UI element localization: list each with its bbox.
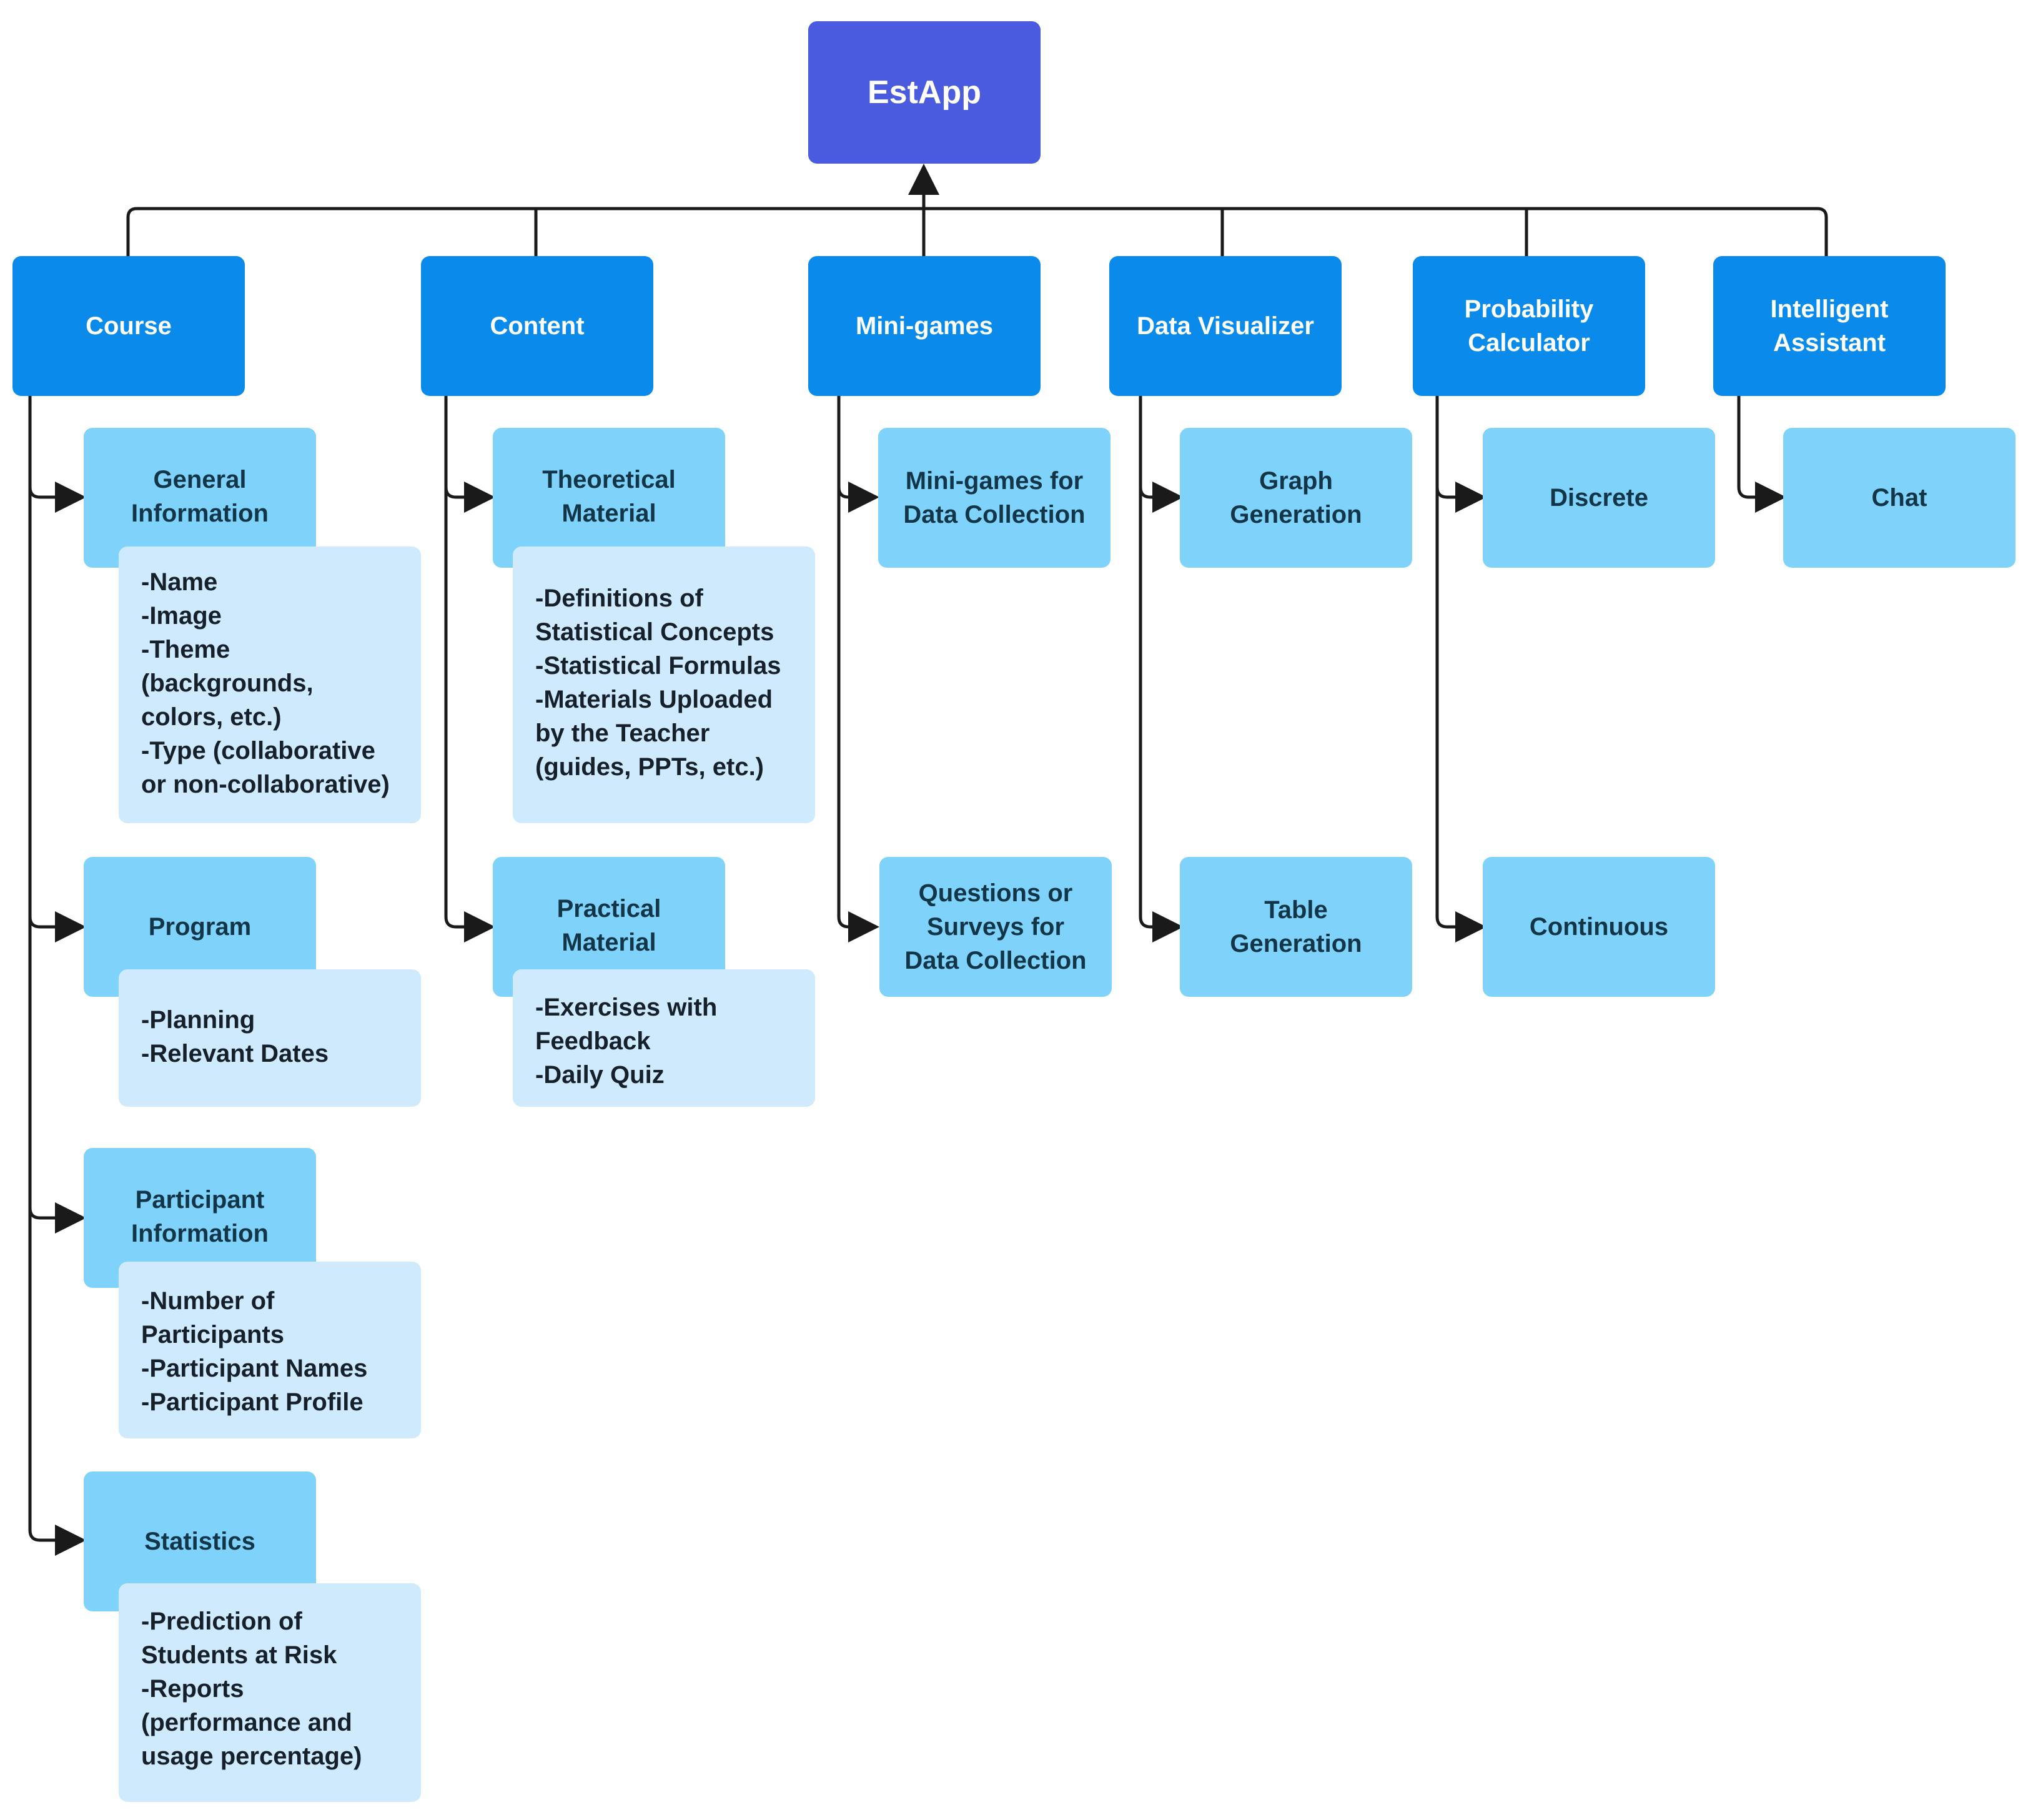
- root-node: EstApp: [808, 21, 1041, 164]
- program-details: -Planning -Relevant Dates: [119, 969, 421, 1107]
- minigames-trunk: [837, 396, 879, 942]
- theoretical-material-box: Theoretical Material: [493, 428, 725, 568]
- course-arrow-program: [28, 911, 86, 942]
- general-information-details: -Name -Image -Theme (backgrounds, colors…: [119, 546, 421, 823]
- practical-material-details: -Exercises with Feedback -Daily Quiz: [513, 969, 815, 1107]
- course-arrow-participant-information: [28, 1202, 86, 1234]
- theoretical-material-details: -Definitions of Statistical Concepts -St…: [513, 546, 815, 823]
- participant-information-details: -Number of Participants -Participant Nam…: [119, 1262, 421, 1438]
- general-information-box: General Information: [84, 428, 316, 568]
- minigames-data-collection-box: Mini-games for Data Collection: [878, 428, 1110, 568]
- discrete-box: Discrete: [1483, 428, 1715, 568]
- content-trunk: [444, 396, 495, 942]
- data-visualizer-trunk: [1139, 396, 1184, 942]
- top-connector-bus: [126, 207, 1828, 256]
- probability-trunk: [1435, 396, 1486, 942]
- assistant-arrow-chat: [1737, 396, 1786, 513]
- category-content: Content: [421, 256, 653, 396]
- category-mini-games: Mini-games: [808, 256, 1041, 396]
- table-generation-box: Table Generation: [1180, 857, 1412, 997]
- course-arrow-general-information: [28, 482, 86, 513]
- course-trunk: [28, 396, 86, 1556]
- statistics-details: -Prediction of Students at Risk -Reports…: [119, 1583, 421, 1802]
- continuous-box: Continuous: [1483, 857, 1715, 997]
- category-probability-calculator: Probability Calculator: [1413, 256, 1645, 396]
- probability-arrow-discrete: [1435, 482, 1486, 513]
- category-intelligent-assistant: Intelligent Assistant: [1713, 256, 1946, 396]
- data-visualizer-arrow-graph: [1139, 482, 1184, 513]
- category-data-visualizer: Data Visualizer: [1109, 256, 1342, 396]
- chat-box: Chat: [1783, 428, 2016, 568]
- content-arrow-theoretical-material: [444, 482, 495, 513]
- category-course: Course: [12, 256, 245, 396]
- minigames-arrow-data-collection: [837, 482, 879, 513]
- surveys-data-collection-box: Questions or Surveys for Data Collection: [879, 857, 1112, 997]
- graph-generation-box: Graph Generation: [1180, 428, 1412, 568]
